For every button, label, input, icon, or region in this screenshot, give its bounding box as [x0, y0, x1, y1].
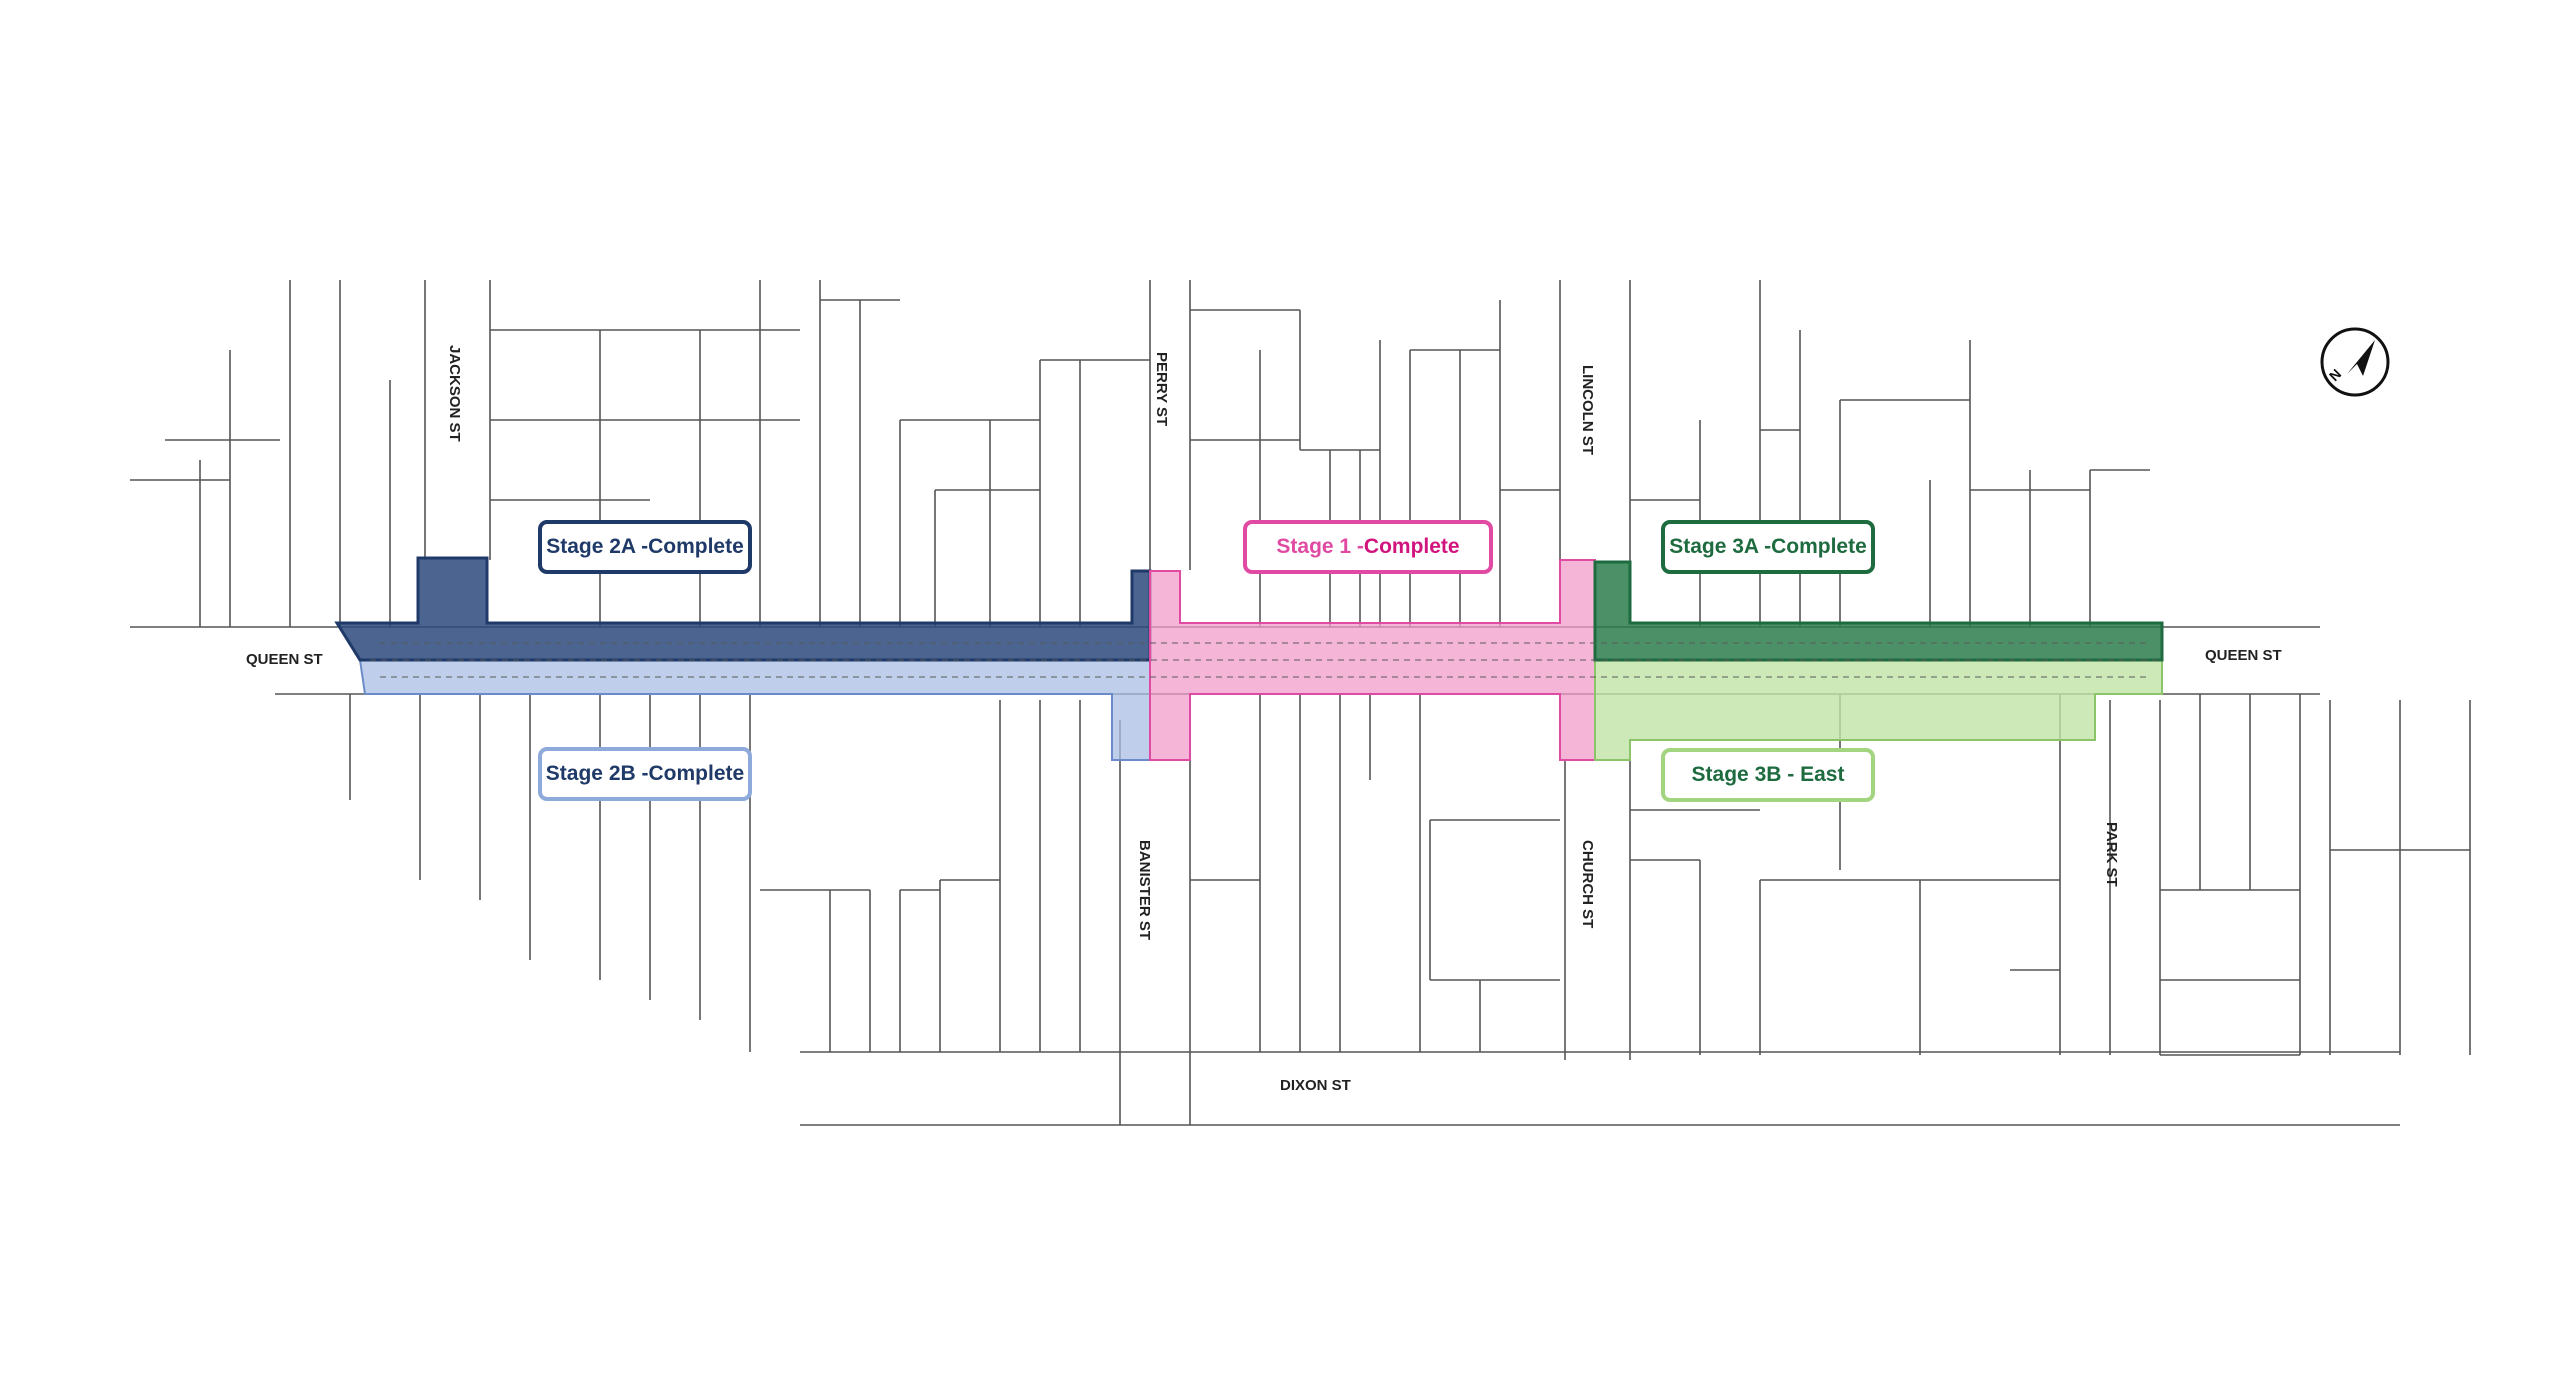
stage-3b-label: Stage 3B - East: [1661, 748, 1875, 802]
stage-2b-area: [358, 659, 1151, 761]
stage-3a-name: Stage 3A -: [1669, 535, 1772, 558]
stage-2b-name: Stage 2B -: [545, 762, 649, 785]
street-label-queen-west: QUEEN ST: [246, 651, 323, 668]
street-label-queen-east: QUEEN ST: [2205, 647, 2282, 664]
street-label-jackson: JACKSON ST: [446, 345, 463, 442]
stage-3a-label: Stage 3A - Complete: [1661, 520, 1875, 574]
street-label-church: CHURCH ST: [1579, 840, 1596, 928]
stage-1-label: Stage 1 - Complete: [1243, 520, 1493, 574]
roadway-detail: [370, 642, 2160, 678]
street-label-dixon: DIXON ST: [1280, 1077, 1351, 1094]
north-arrow-icon: N: [2320, 327, 2390, 397]
stage-3a-status: Complete: [1771, 535, 1867, 558]
stage-3b-area: [1594, 659, 2163, 761]
stage-3b-name: Stage 3B - East: [1691, 763, 1845, 786]
street-label-park: PARK ST: [2103, 822, 2120, 887]
stage-areas: [334, 556, 2164, 761]
street-label-perry: PERRY ST: [1153, 352, 1170, 426]
stage-2a-label: Stage 2A -Complete: [538, 520, 752, 574]
parcel-lines: [130, 280, 2471, 1126]
stage-3a-area: [1593, 560, 2164, 662]
stage-2a-name: Stage 2A -: [546, 535, 649, 558]
stage-2b-label: Stage 2B - Complete: [538, 747, 752, 801]
stage-2b-status: Complete: [648, 762, 745, 785]
stage-1-status: Complete: [1363, 535, 1460, 558]
stage-2a-status: Complete: [648, 535, 744, 558]
stage-2a-area: [334, 556, 1152, 662]
stage-1-name: Stage 1 -: [1276, 535, 1364, 558]
street-label-lincoln: LINCOLN ST: [1579, 365, 1596, 455]
street-label-banister: BANISTER ST: [1136, 840, 1153, 940]
